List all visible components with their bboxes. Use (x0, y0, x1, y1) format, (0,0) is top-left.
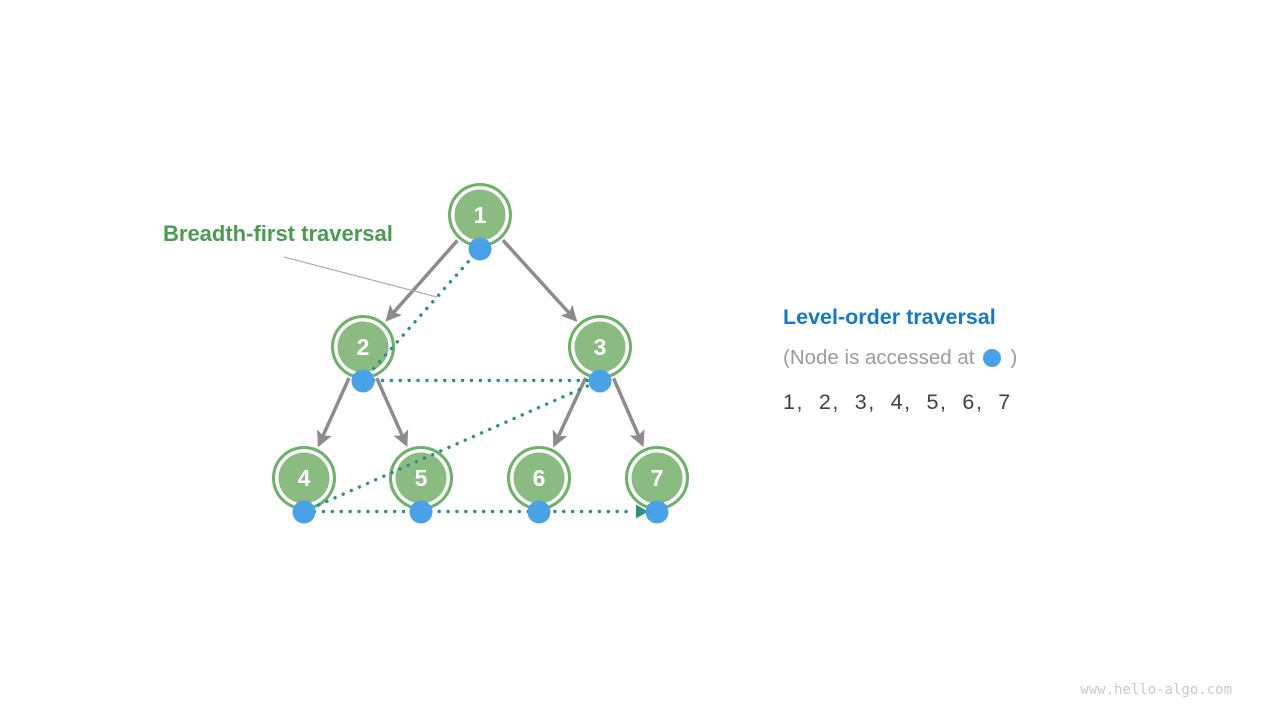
tree-edge-1-3 (501, 238, 578, 323)
tree-edge-3-7 (611, 377, 645, 448)
tree-edge-1-2 (385, 239, 459, 322)
legend-note: (Node is accessed at ) (783, 346, 1017, 370)
access-dot-node-3 (588, 369, 612, 392)
access-dot-icon (983, 349, 1002, 367)
tree-node-2: 2 (331, 315, 395, 379)
breadth-first-traversal-label: Breadth-first traversal (163, 221, 393, 246)
access-dot-node-4 (292, 500, 316, 523)
tree-edge-2-4 (317, 377, 351, 448)
watermark: www.hello-algo.com (1080, 682, 1232, 698)
access-dot-node-5 (409, 500, 433, 523)
annotation-leader-line (283, 256, 438, 298)
traversal-arrowhead-icon (636, 504, 648, 519)
access-dot-node-7 (645, 500, 669, 523)
access-dot-node-6 (527, 500, 551, 523)
legend-note-prefix: (Node is accessed at (783, 346, 975, 369)
legend-note-suffix: ) (1010, 346, 1018, 369)
access-dot-node-1 (468, 237, 492, 260)
legend-title: Level-order traversal (783, 305, 996, 329)
tree-node-1: 1 (448, 183, 512, 247)
legend-block: Level-order traversal (Node is accessed … (783, 305, 1017, 415)
access-dot-node-2 (351, 369, 375, 392)
tree-edge-2-5 (375, 377, 409, 448)
traversal-sequence: 1, 2, 3, 4, 5, 6, 7 (783, 390, 1012, 414)
